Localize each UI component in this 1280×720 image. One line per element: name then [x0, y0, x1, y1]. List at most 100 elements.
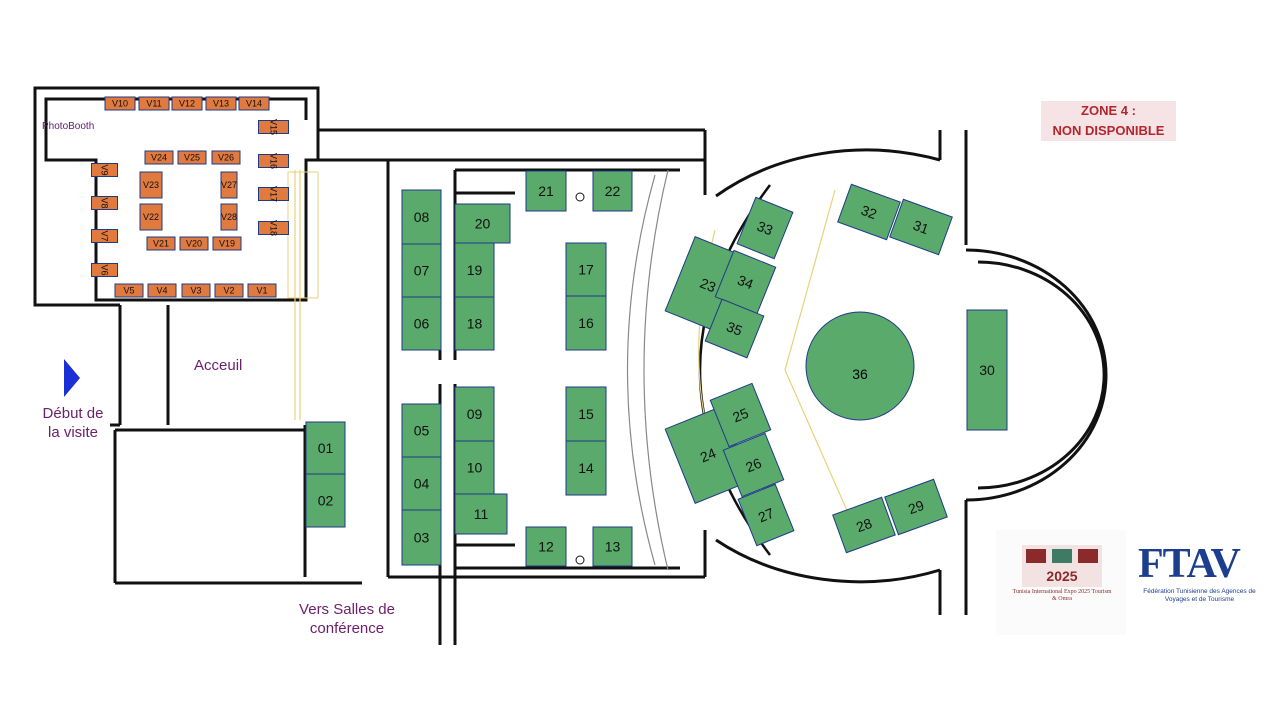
accueil-label: Acceuil: [194, 357, 243, 374]
booth-34: 34: [714, 249, 777, 315]
booth-v28: V28: [220, 203, 238, 231]
booth-label: 22: [605, 183, 621, 199]
svg-text:2025: 2025: [1046, 568, 1077, 584]
booth-10: 10: [454, 440, 495, 495]
booth-label: V20: [186, 239, 202, 249]
booth-label: V9: [99, 164, 109, 175]
booth-label: 25: [730, 405, 751, 426]
booth-label: 08: [414, 209, 430, 225]
booth-36: 36: [805, 311, 915, 421]
tie-logo-text: Tunisia International Expo 2025 Tourism …: [1012, 589, 1112, 602]
booth-v4: V4: [147, 283, 177, 298]
booth-label: 20: [475, 216, 491, 232]
booth-label: 17: [578, 262, 594, 278]
booth-label: 11: [474, 506, 489, 522]
booth-label: 07: [414, 263, 430, 279]
booth-label: V25: [184, 153, 200, 163]
booth-v3: V3: [181, 283, 211, 298]
booth-29: 29: [884, 478, 948, 536]
booth-label: 26: [743, 455, 764, 476]
ftav-logo: FTAV: [1138, 541, 1241, 587]
booth-14: 14: [565, 440, 607, 496]
booth-label: V7: [99, 230, 109, 241]
booth-label: V2: [223, 286, 234, 296]
booth-label: V17: [268, 186, 278, 202]
booth-label: V13: [213, 99, 229, 109]
booth-label: V15: [268, 119, 278, 135]
booth-27: 27: [737, 483, 795, 547]
booth-label: 23: [698, 275, 719, 296]
booth-label: 18: [467, 316, 483, 332]
booth-v13: V13: [205, 96, 237, 111]
booth-label: V23: [143, 180, 159, 190]
booth-label: V16: [268, 153, 278, 169]
booth-13: 13: [592, 526, 633, 567]
booth-label: V24: [151, 153, 167, 163]
booth-label: 16: [578, 315, 594, 331]
booth-label: 01: [318, 440, 334, 456]
booth-label: 27: [756, 505, 777, 526]
booth-11: 11: [454, 493, 508, 535]
booth-label: V26: [218, 153, 234, 163]
booth-label: V18: [268, 220, 278, 236]
booth-v8: V8: [91, 196, 118, 210]
booth-label: 13: [605, 539, 621, 555]
booth-label: V1: [256, 286, 267, 296]
booth-16: 16: [565, 295, 607, 351]
booth-label: 24: [698, 445, 719, 466]
booth-33: 33: [736, 196, 794, 260]
booth-v2: V2: [214, 283, 244, 298]
booth-v1: V1: [247, 283, 277, 298]
booth-v16: V16: [258, 153, 289, 169]
booth-label: 10: [467, 460, 483, 476]
booth-label: 36: [852, 366, 868, 382]
booth-18: 18: [454, 296, 495, 351]
booth-v22: V22: [139, 203, 163, 231]
booth-v23: V23: [139, 171, 163, 199]
booth-label: V6: [99, 264, 109, 275]
booth-label: 12: [538, 539, 554, 555]
booth-v6: V6: [91, 263, 118, 277]
booth-01: 01: [305, 421, 346, 475]
booth-label: 06: [414, 316, 430, 332]
booth-v21: V21: [146, 236, 176, 251]
zone4-notice: ZONE 4 : NON DISPONIBLE: [1041, 101, 1176, 141]
pillar: [575, 555, 585, 565]
booth-25: 25: [709, 382, 772, 448]
booth-v7: V7: [91, 229, 118, 243]
booth-04: 04: [401, 456, 442, 511]
booth-label: 04: [414, 476, 430, 492]
booth-label: V14: [246, 99, 262, 109]
booth-v9: V9: [91, 163, 118, 177]
booth-label: 30: [979, 362, 995, 378]
booth-v26: V26: [211, 150, 241, 165]
booth-09: 09: [454, 386, 495, 442]
booth-label: 31: [911, 217, 931, 237]
booth-v17: V17: [258, 186, 289, 202]
photobooth-label: PhotoBooth: [42, 121, 95, 132]
booth-12: 12: [525, 526, 567, 567]
pillar: [575, 192, 585, 202]
booth-07: 07: [401, 243, 442, 298]
booth-22: 22: [592, 170, 633, 212]
booth-v12: V12: [171, 96, 203, 111]
booth-label: 21: [538, 183, 554, 199]
booth-20: 20: [454, 203, 511, 244]
booth-label: V8: [99, 197, 109, 208]
booth-label: V27: [221, 180, 237, 190]
booth-v14: V14: [238, 96, 270, 111]
booth-19: 19: [454, 242, 495, 298]
stairs: [287, 171, 319, 299]
booth-v25: V25: [177, 150, 207, 165]
booth-label: V12: [179, 99, 195, 109]
booth-v5: V5: [114, 283, 144, 298]
booth-02: 02: [305, 473, 346, 528]
booth-label: 28: [854, 515, 874, 535]
booth-v15: V15: [258, 119, 289, 135]
booth-label: V11: [146, 99, 161, 109]
debut-visite-label: Début de la visite: [42, 405, 104, 441]
booth-label: V5: [123, 286, 134, 296]
